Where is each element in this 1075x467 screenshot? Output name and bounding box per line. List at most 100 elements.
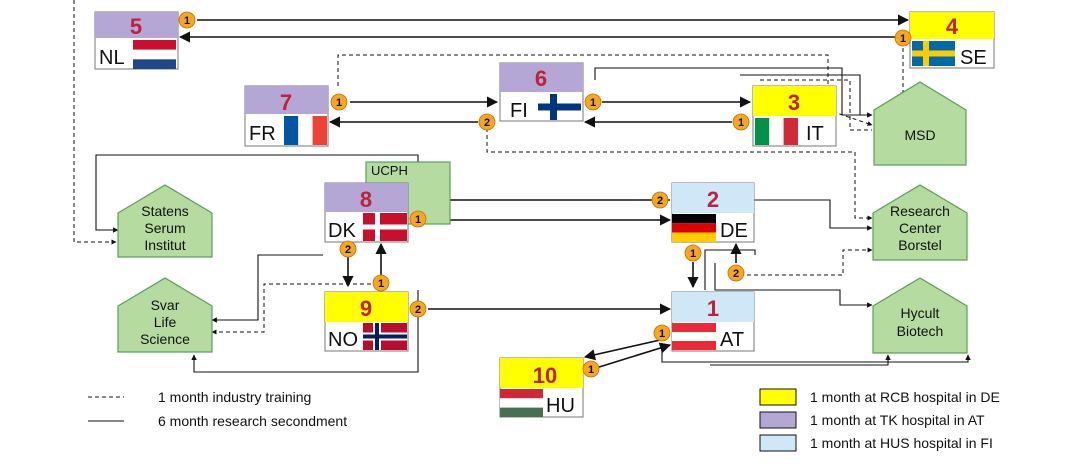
svg-text:1: 1 bbox=[690, 248, 696, 260]
hospital-number: 9 bbox=[360, 296, 372, 321]
badge-fr-fi: 1 bbox=[330, 93, 348, 111]
country-code: HU bbox=[546, 395, 575, 417]
badge-at-de: 2 bbox=[727, 264, 745, 282]
france-flag-icon bbox=[284, 116, 327, 145]
badge-fi-it: 1 bbox=[584, 93, 602, 111]
svg-text:1: 1 bbox=[900, 33, 906, 45]
badge-dk-de: 1 bbox=[409, 210, 427, 228]
badge-nl-se: 1 bbox=[178, 11, 196, 29]
svg-text:2: 2 bbox=[657, 195, 663, 207]
hospital-nl: 5 NL bbox=[94, 11, 179, 70]
badge-dk-no: 2 bbox=[339, 240, 357, 258]
germany-flag-icon bbox=[672, 214, 716, 242]
country-code: SE bbox=[960, 47, 987, 69]
hospital-de: 2 DE bbox=[671, 182, 755, 243]
partner-msd: MSD bbox=[873, 81, 967, 166]
svg-text:2: 2 bbox=[484, 117, 490, 129]
partner-line: Center bbox=[899, 220, 941, 236]
ucph-label: UCPH bbox=[371, 163, 408, 178]
svg-text:1: 1 bbox=[590, 97, 596, 109]
denmark-flag-icon bbox=[363, 213, 407, 241]
hospital-number: 5 bbox=[130, 14, 142, 39]
country-code: FR bbox=[249, 123, 276, 145]
hospital-fr: 7 FR bbox=[244, 85, 329, 147]
badge-de-dk: 2 bbox=[651, 191, 669, 209]
partner-line: Research bbox=[890, 203, 950, 219]
badges: 1 1 1 1 1 2 1 2 2 1 2 1 2 1 1 bbox=[178, 11, 912, 378]
svg-text:1: 1 bbox=[659, 328, 665, 340]
svg-text:1: 1 bbox=[415, 214, 421, 226]
legend: 1 month industry training 6 month resear… bbox=[88, 388, 1000, 452]
svg-text:2: 2 bbox=[345, 244, 351, 256]
badge-fi-fr: 2 bbox=[478, 113, 496, 131]
legend-blue-label: 1 month at HUS hospital in FI bbox=[810, 435, 993, 451]
legend-blue-swatch bbox=[759, 434, 797, 452]
hospital-number: 4 bbox=[946, 14, 959, 39]
badge-de-at: 1 bbox=[684, 244, 702, 262]
svg-text:2: 2 bbox=[733, 268, 739, 280]
netherlands-flag-icon bbox=[133, 40, 176, 69]
partner-line: MSD bbox=[904, 127, 935, 143]
finland-flag-icon bbox=[538, 94, 581, 120]
partner-statens-serum-institut: Statens Serum Institut bbox=[117, 184, 213, 258]
badge-no-dk: 1 bbox=[372, 274, 390, 292]
hospital-number: 8 bbox=[360, 187, 372, 212]
badge-at-hu: 1 bbox=[653, 324, 671, 342]
hospital-at: 1 AT bbox=[671, 291, 755, 352]
partner-line: Institut bbox=[144, 237, 185, 253]
svg-text:2: 2 bbox=[415, 304, 421, 316]
badge-no-at: 2 bbox=[409, 300, 427, 318]
hospital-number: 6 bbox=[535, 66, 547, 91]
solid-connectors bbox=[178, 14, 910, 369]
hospital-number: 7 bbox=[280, 90, 292, 115]
country-code: AT bbox=[720, 329, 744, 351]
hospital-hu: 10 HU bbox=[499, 357, 584, 418]
dashed-connectors bbox=[73, 0, 906, 335]
partner-svar-life-science: Svar Life Science bbox=[117, 277, 213, 353]
italy-flag-icon bbox=[755, 118, 798, 145]
partner-research-center-borstel: Research Center Borstel bbox=[872, 184, 968, 261]
partner-line: Statens bbox=[141, 203, 188, 219]
hospital-se: 4 SE bbox=[909, 11, 995, 69]
legend-purple-swatch bbox=[759, 411, 797, 429]
badge-se-nl: 1 bbox=[894, 29, 912, 47]
country-code: DE bbox=[720, 220, 748, 242]
legend-yellow-label: 1 month at RCB hospital in DE bbox=[810, 389, 1000, 405]
norway-flag-icon bbox=[363, 323, 407, 350]
hospital-fi: 6 FI bbox=[499, 62, 584, 122]
hospital-it: 3 IT bbox=[752, 85, 837, 147]
svg-text:1: 1 bbox=[588, 364, 594, 376]
hospital-number: 10 bbox=[533, 363, 557, 388]
hospital-number: 3 bbox=[788, 90, 800, 115]
svg-text:1: 1 bbox=[738, 117, 744, 129]
legend-dashed-label: 1 month industry training bbox=[158, 389, 311, 405]
badge-it-fi: 1 bbox=[732, 113, 750, 131]
legend-yellow-swatch bbox=[759, 388, 797, 406]
legend-purple-label: 1 month at TK hospital in AT bbox=[810, 412, 985, 428]
svg-text:1: 1 bbox=[184, 15, 190, 27]
hospital-number: 1 bbox=[707, 296, 719, 321]
legend-solid-label: 6 month research secondment bbox=[158, 413, 347, 429]
partner-line: Biotech bbox=[897, 323, 944, 339]
svg-text:1: 1 bbox=[378, 278, 384, 290]
partner-hycult-biotech: Hycult Biotech bbox=[872, 277, 968, 354]
partner-line: Science bbox=[140, 331, 190, 347]
hospital-no: 9 NO bbox=[324, 291, 409, 352]
svg-text:1: 1 bbox=[336, 97, 342, 109]
partner-line: Borstel bbox=[898, 237, 942, 253]
hospital-dk: 8 DK bbox=[324, 182, 409, 243]
partner-line: Life bbox=[154, 314, 177, 330]
country-code: NO bbox=[328, 329, 358, 351]
thin-connectors bbox=[95, 67, 971, 373]
sweden-flag-icon bbox=[912, 41, 955, 66]
country-code: DK bbox=[328, 220, 356, 242]
badge-hu-at: 1 bbox=[582, 360, 600, 378]
partner-line: Hycult bbox=[901, 305, 940, 321]
country-code: NL bbox=[99, 47, 125, 69]
country-code: IT bbox=[806, 123, 824, 145]
country-code: FI bbox=[510, 100, 528, 122]
partner-line: Serum bbox=[144, 220, 185, 236]
austria-flag-icon bbox=[672, 323, 716, 350]
